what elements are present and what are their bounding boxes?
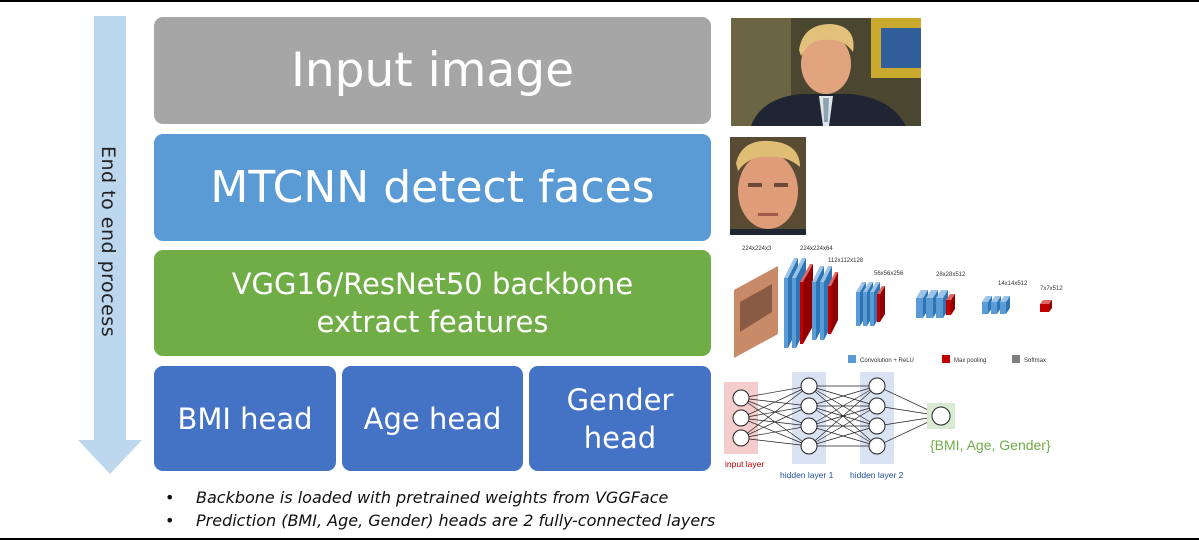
mtcnn-detect-stage: MTCNN detect faces xyxy=(154,134,711,241)
conv-layer xyxy=(792,278,796,348)
hidden-layer-1-label: hidden layer 1 xyxy=(780,470,834,480)
hidden2-neuron xyxy=(868,377,886,395)
output-label: {BMI, Age, Gender} xyxy=(930,437,1051,453)
hidden2-neuron xyxy=(868,417,886,435)
process-arrow xyxy=(78,16,142,474)
hidden-layer-2-label: hidden layer 2 xyxy=(850,470,904,480)
conv-layer xyxy=(1000,302,1006,314)
vgg-dim-label: 14x14x512 xyxy=(998,281,1028,287)
hidden1-neuron xyxy=(800,437,818,455)
bullet-list: •Backbone is loaded with pretrained weig… xyxy=(165,486,715,532)
pool-layer xyxy=(800,282,803,344)
hidden1-neuron xyxy=(800,417,818,435)
bmi-head: BMI head xyxy=(154,366,336,471)
conv-layer xyxy=(916,298,923,318)
legend-softmax-swatch xyxy=(1012,355,1020,363)
bullet-text: Backbone is loaded with pretrained weigh… xyxy=(196,488,669,507)
conv-layer xyxy=(820,282,824,340)
pool-layer xyxy=(828,286,831,334)
conv-layer xyxy=(936,298,943,318)
conv-layer xyxy=(926,298,933,318)
process-arrow-label: End to end process xyxy=(97,146,119,338)
vgg-dim-label: 224x224x64 xyxy=(800,246,833,252)
hidden1-neuron xyxy=(800,397,818,415)
legend-softmax-label: Softmax xyxy=(1024,358,1046,364)
mlp-connections xyxy=(740,385,942,447)
hidden2-neuron xyxy=(868,397,886,415)
legend-conv-swatch xyxy=(848,355,856,363)
conv-layer xyxy=(812,282,816,340)
vgg16-diagram: 224x224x3 224x224x64 112x112x128 56x56x2… xyxy=(734,246,1063,364)
pool-layer xyxy=(1040,304,1049,312)
mlp-diagram: input layer hidden layer 1 hidden layer … xyxy=(724,372,1051,480)
legend-conv-label: Convolution + ReLU xyxy=(860,358,914,364)
conv-layer xyxy=(991,302,997,314)
hidden2-neuron xyxy=(868,437,886,455)
face-crop xyxy=(730,137,806,235)
legend-pool-swatch xyxy=(942,355,950,363)
input-neuron xyxy=(732,409,750,427)
bullet-item: •Prediction (BMI, Age, Gender) heads are… xyxy=(165,511,716,530)
legend-pool-label: Max pooling xyxy=(954,358,986,364)
output-neuron xyxy=(931,406,951,426)
hidden1-neuron xyxy=(800,377,818,395)
backbone-stage: VGG16/ResNet50 backbone extract features xyxy=(154,250,711,356)
input-photo xyxy=(731,18,921,126)
vgg-dim-label: 7x7x512 xyxy=(1040,286,1063,292)
conv-layer xyxy=(856,292,860,326)
pool-layer xyxy=(946,300,951,315)
vgg-dim-label: 112x112x128 xyxy=(828,258,864,264)
conv-layer xyxy=(982,302,988,314)
conv-layer xyxy=(870,292,874,326)
bullet-text: Prediction (BMI, Age, Gender) heads are … xyxy=(196,511,716,530)
input-neuron xyxy=(732,389,750,407)
vgg-dim-label: 28x28x512 xyxy=(936,272,966,278)
conv-layer xyxy=(784,278,788,348)
gender-head: Gender head xyxy=(529,366,711,471)
input-image-stage: Input image xyxy=(154,17,711,124)
pool-layer xyxy=(877,294,880,322)
input-layer-label: input layer xyxy=(725,459,764,469)
vgg-dim-label: 56x56x256 xyxy=(874,271,904,277)
age-head: Age head xyxy=(342,366,523,471)
conv-layer xyxy=(863,292,867,326)
vgg-dim-label: 224x224x3 xyxy=(742,246,772,252)
input-neuron xyxy=(732,429,750,447)
bullet-item: •Backbone is loaded with pretrained weig… xyxy=(165,488,669,507)
